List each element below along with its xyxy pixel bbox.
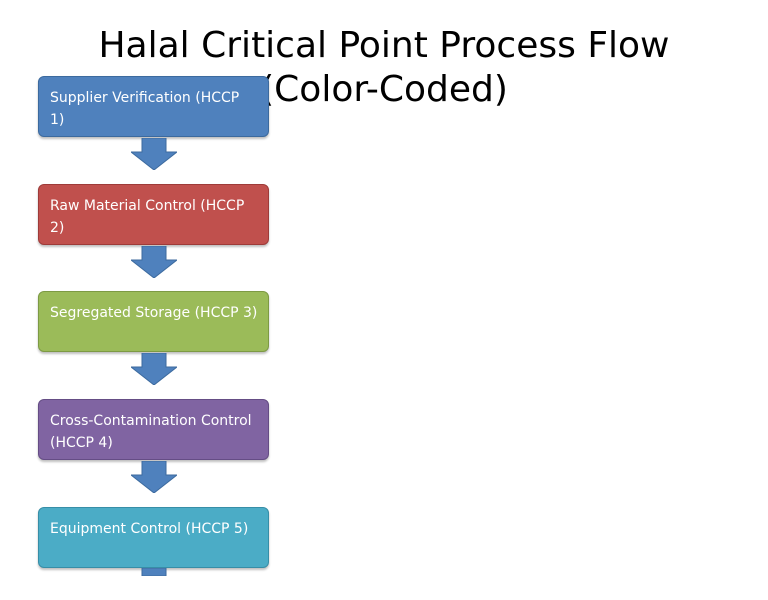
- flow-step-segregated-storage: Segregated Storage (HCCP 3): [38, 291, 269, 352]
- flow-arrow-down-icon: [131, 353, 177, 385]
- slide-title: Halal Critical Point Process Flow (Color…: [40, 24, 728, 112]
- flow-arrow-down-icon: [131, 568, 177, 600]
- slide-title-line-1: Halal Critical Point Process Flow: [98, 25, 670, 66]
- flow-arrow-down-icon: [131, 138, 177, 170]
- flow-step-supplier-verification: Supplier Verification (HCCP 1): [38, 76, 269, 137]
- flow-step-cross-contamination-control: Cross-Contamination Control (HCCP 4): [38, 399, 269, 460]
- flow-step-raw-material-control: Raw Material Control (HCCP 2): [38, 184, 269, 245]
- flow-arrow-down-icon: [131, 461, 177, 493]
- slide-title-line-2: (Color-Coded): [260, 69, 508, 110]
- flow-step-equipment-control: Equipment Control (HCCP 5): [38, 507, 269, 568]
- flow-arrow-down-icon: [131, 246, 177, 278]
